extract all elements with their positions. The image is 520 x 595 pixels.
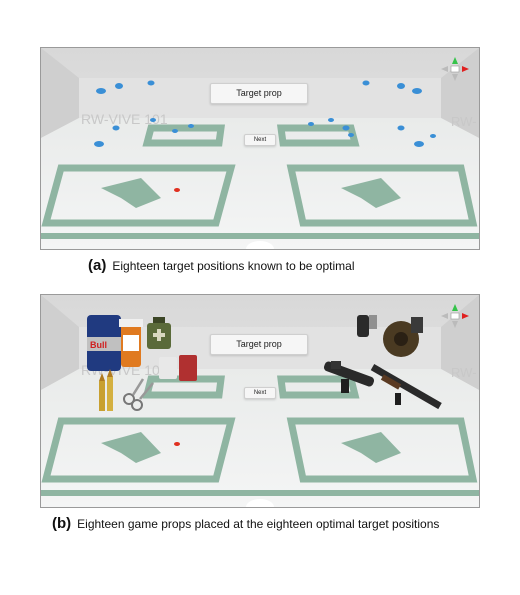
ammo-bullets-icon: [99, 369, 113, 411]
vr-room-scene-props: RW-VIVE 101 RW- Bull: [41, 295, 479, 507]
svg-text:Bull: Bull: [90, 340, 107, 350]
first-aid-kit-icon: [147, 317, 171, 349]
rifle-icon: [370, 364, 442, 410]
floor-pattern: [41, 124, 478, 227]
caption-b-letter: (b): [52, 515, 72, 532]
caption-b: (b) Eighteen game props placed at the eig…: [52, 516, 482, 532]
wall-text: RW-VIVE 101: [81, 111, 168, 127]
caption-b-text: Eighteen game props placed at the eighte…: [77, 517, 440, 531]
scene-panel-b: RW-VIVE 101 RW- Bull: [40, 294, 480, 508]
wall-text-right-b: RW-: [451, 365, 477, 380]
red-marker-b: [174, 442, 180, 446]
caption-a-letter: (a): [88, 257, 107, 274]
scene-panel-a: RW-VIVE 101 RW-: [40, 47, 480, 250]
floor-pattern-b: [41, 375, 478, 483]
target-prop-sign-b: Target prop: [210, 334, 308, 355]
wall-text-right: RW-: [451, 114, 477, 129]
caption-a: (a) Eighteen target positions known to be…: [88, 258, 355, 274]
target-prop-sign: Target prop: [210, 83, 308, 104]
pill-bottle-icon: [119, 319, 143, 367]
orientation-gizmo-icon-b: [441, 304, 469, 328]
next-button-b[interactable]: Next: [244, 387, 276, 399]
next-button[interactable]: Next: [244, 134, 276, 146]
orientation-gizmo-icon: [441, 57, 469, 81]
drum-magazine-icon: [383, 317, 423, 357]
grenade-icon: [357, 315, 377, 337]
target-spheres: [94, 80, 436, 147]
fuel-canister-icon: [159, 355, 197, 381]
caption-a-text: Eighteen target positions known to be op…: [112, 259, 355, 273]
scissors-icon: [123, 378, 154, 411]
energy-drink-can-icon: Bull: [87, 315, 121, 371]
rocket-launcher-icon: [323, 361, 375, 393]
red-marker: [174, 188, 180, 192]
vr-room-scene: RW-VIVE 101 RW-: [41, 48, 479, 249]
